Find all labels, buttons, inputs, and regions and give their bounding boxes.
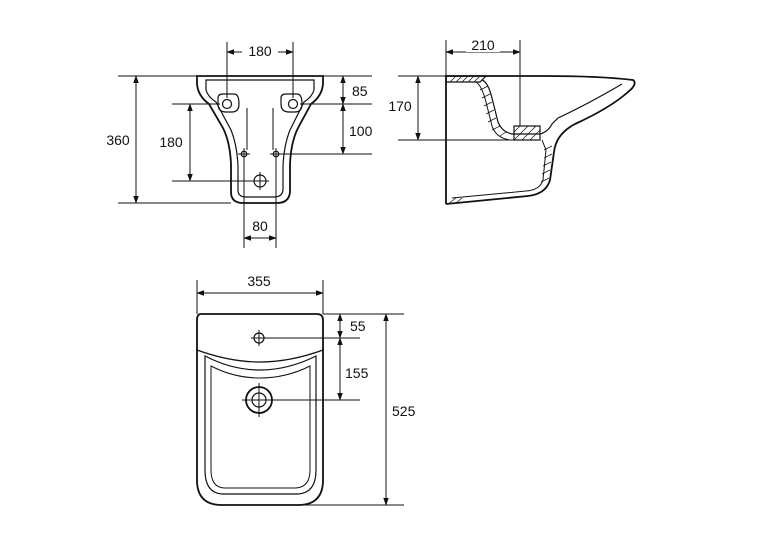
- side-view-hatch-bowl: [479, 85, 507, 137]
- dim-top-155: 155: [272, 337, 369, 401]
- dim-label: 80: [252, 218, 268, 234]
- rear-fixing-hole-left: [217, 93, 240, 113]
- dim-label: 180: [248, 43, 272, 59]
- rear-fixing-hole-right: [280, 93, 303, 113]
- dim-top-width-355: 355: [196, 273, 324, 314]
- dim-rear-left-180: 180: [157, 103, 252, 182]
- dim-label: 210: [471, 37, 495, 53]
- dim-label: 155: [345, 365, 369, 381]
- dim-label: 360: [106, 132, 130, 148]
- side-view-bowl-inner: [481, 79, 623, 135]
- side-view-hatch-lower: [447, 145, 553, 205]
- top-view-inner-bowl: [204, 355, 317, 495]
- rear-view: 180 360 180 85 100: [106, 42, 373, 248]
- dim-top-depth-525: 525: [300, 313, 422, 506]
- dim-label: 100: [349, 123, 373, 139]
- dim-label: 180: [159, 134, 183, 150]
- rear-small-hole-left: [238, 148, 250, 160]
- rear-waste-hole: [251, 172, 269, 190]
- dim-label: 355: [247, 273, 271, 289]
- dim-rear-top-85: 85: [300, 75, 372, 105]
- dim-top-55: 55: [265, 313, 404, 339]
- dim-rear-height-360: 360: [106, 75, 231, 204]
- side-view-hatch-top: [445, 75, 488, 83]
- dim-rear-bottom-80: 80: [243, 160, 277, 248]
- dim-rear-mid-100: 100: [281, 103, 373, 155]
- side-view-outer-profile: [445, 75, 636, 205]
- side-view: 210 170: [384, 37, 636, 205]
- dim-label: 525: [392, 403, 416, 419]
- dim-side-width-210: 210: [445, 37, 521, 126]
- dim-label: 85: [352, 83, 368, 99]
- top-view-waste: [242, 383, 276, 417]
- dim-label: 55: [350, 318, 366, 334]
- top-view-inner-bowl-2: [210, 365, 311, 489]
- dim-rear-width-180: 180: [226, 42, 294, 98]
- side-view-lower-inner: [451, 139, 547, 199]
- side-view-bowl-inner-2: [475, 81, 520, 141]
- dim-label: 170: [388, 98, 412, 114]
- dim-side-height-170: 170: [384, 75, 514, 141]
- top-view-tap-hole: [251, 330, 267, 346]
- top-view: 355 55 155 525: [196, 273, 422, 506]
- rear-small-hole-right: [270, 148, 282, 160]
- side-view-waste-outlet: [513, 125, 541, 141]
- top-view-rim-curve: [196, 349, 324, 363]
